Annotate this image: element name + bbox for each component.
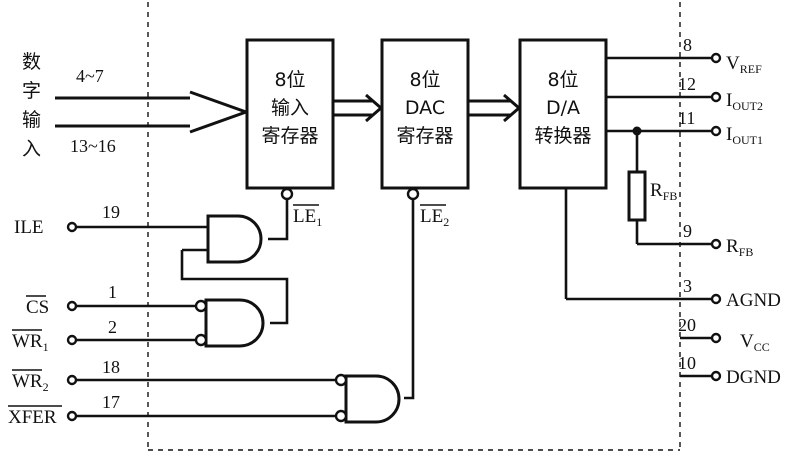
- signal-xfer: XFER: [8, 405, 62, 428]
- and-gate-wr2-xfer: [344, 374, 401, 424]
- pin-number: 9: [683, 221, 692, 241]
- data-pins-low: 13~16: [70, 136, 116, 156]
- block-line: 转换器: [534, 125, 591, 147]
- converter-block: 8位 D/A 转换器: [518, 38, 608, 190]
- output-terminals: [710, 52, 722, 382]
- pin-number: 3: [683, 276, 692, 296]
- block-line: 寄存器: [261, 125, 318, 147]
- signal-wr2: WR2: [12, 369, 49, 394]
- signal-iout1: IOUT1: [726, 124, 763, 147]
- and-gate-cs-wr1: [204, 298, 265, 348]
- pin-terminal: [66, 221, 78, 233]
- block-line: 8位: [409, 69, 440, 91]
- pin-terminal: [710, 332, 722, 344]
- signal-iout2: IOUT2: [726, 90, 763, 113]
- signal-ile: ILE: [14, 217, 44, 238]
- and-gate-ile: [206, 214, 263, 264]
- svg-text:WR1: WR1: [12, 331, 49, 354]
- le2-bubble: [406, 187, 420, 201]
- signal-dgnd: DGND: [726, 367, 781, 388]
- signal-wr1: WR1: [12, 329, 49, 354]
- data-input-arrow: [55, 90, 251, 134]
- pin-terminal: [66, 334, 78, 346]
- block-line: 8位: [274, 69, 305, 91]
- svg-text:WR2: WR2: [12, 371, 49, 394]
- digital-input-char: 入: [22, 138, 41, 160]
- block-line: D/A: [546, 97, 580, 119]
- pin-terminal: [710, 238, 722, 250]
- digital-input-char: 字: [22, 80, 41, 102]
- signal-vcc: VCC: [740, 331, 770, 354]
- block-line: DAC: [405, 97, 445, 119]
- digital-input-label: 数 字 输 入: [22, 51, 41, 160]
- pin-number: 17: [102, 392, 120, 412]
- pin-number: 1: [108, 282, 117, 302]
- le1-bubble: [280, 187, 294, 201]
- pin-terminal: [66, 300, 78, 312]
- feedback-resistor: [627, 170, 647, 222]
- block-line: 输入: [271, 97, 309, 119]
- pin-terminal: [710, 370, 722, 382]
- pin-number: 20: [678, 315, 696, 335]
- pin-number: 11: [678, 108, 695, 128]
- svg-text:LE1: LE1: [293, 206, 322, 229]
- pin-number: 19: [102, 202, 120, 222]
- pin-number: 10: [678, 353, 696, 373]
- dac-register-block: 8位 DAC 寄存器: [380, 38, 470, 190]
- svg-text:CS: CS: [26, 297, 49, 318]
- pin-terminal: [66, 410, 78, 422]
- data-pins-high: 4~7: [76, 66, 104, 86]
- signal-vref: VREF: [726, 53, 762, 76]
- input-register-block: 8位 输入 寄存器: [245, 38, 335, 190]
- inversion-bubble: [334, 409, 348, 423]
- pin-number: 8: [683, 35, 692, 55]
- svg-text:XFER: XFER: [8, 407, 57, 428]
- digital-input-char: 输: [22, 109, 41, 131]
- inversion-bubble: [194, 333, 208, 347]
- le1-label: LE1: [293, 204, 322, 229]
- inversion-bubble: [194, 299, 208, 313]
- pin-terminal: [710, 52, 722, 64]
- signal-rfb: RFB: [726, 236, 753, 259]
- output-wiring: [564, 56, 712, 378]
- digital-input-char: 数: [22, 51, 41, 73]
- pin-terminal: [710, 125, 722, 137]
- block-line: 寄存器: [396, 125, 453, 147]
- dac-register-arrow: [333, 93, 384, 123]
- pin-terminal: [66, 374, 78, 386]
- block-line: 8位: [547, 69, 578, 91]
- pin-terminal: [710, 91, 722, 103]
- pin-terminal: [710, 293, 722, 305]
- pin-number: 18: [102, 357, 120, 377]
- inversion-bubble: [334, 373, 348, 387]
- pin-number: 12: [678, 74, 696, 94]
- control-wiring: [76, 200, 415, 418]
- resistor-label: RFB: [650, 180, 677, 203]
- converter-arrow: [468, 93, 522, 123]
- signal-agnd: AGND: [726, 290, 781, 311]
- le2-label: LE2: [420, 204, 449, 229]
- pin-number: 2: [108, 317, 117, 337]
- svg-text:LE2: LE2: [420, 206, 449, 229]
- signal-cs: CS: [26, 295, 49, 318]
- left-terminals: [66, 221, 78, 422]
